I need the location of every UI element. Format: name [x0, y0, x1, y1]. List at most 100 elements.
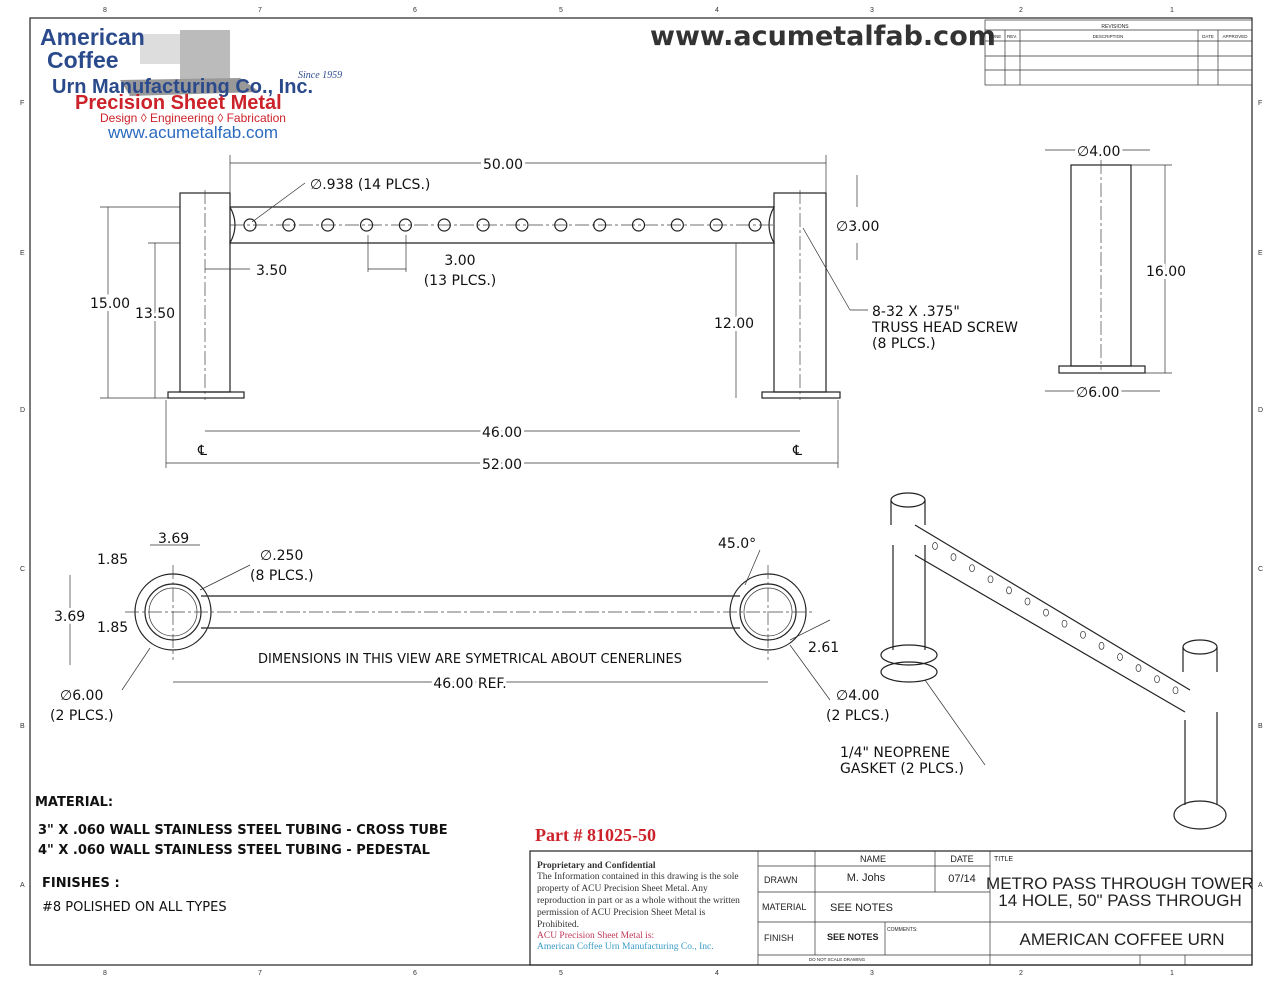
- zone-col-label: 3: [870, 970, 874, 977]
- svg-text:www.acumetalfab.com: www.acumetalfab.com: [107, 123, 278, 142]
- svg-text:1/4" NEOPRENE: 1/4" NEOPRENE: [840, 745, 950, 761]
- iso-hole: [1080, 630, 1086, 639]
- revisions-table: REVISIONS ZONE REV. DESCRIPTION DATE APP…: [984, 19, 1253, 86]
- company-logo: American Coffee Urn Manufacturing Co., I…: [40, 24, 342, 142]
- tube-hole: [398, 218, 412, 232]
- svg-text:(8 PLCS.): (8 PLCS.): [250, 568, 314, 584]
- svg-text:(2 PLCS.): (2 PLCS.): [826, 708, 890, 724]
- material-notes: MATERIAL: 3" X .060 WALL STAINLESS STEEL…: [35, 795, 448, 915]
- tube-hole: [243, 218, 257, 232]
- svg-text:American: American: [40, 24, 145, 50]
- svg-text:DO NOT SCALE DRAWING: DO NOT SCALE DRAWING: [809, 957, 866, 962]
- front-view: 50.00 ∅.938 (14 PLCS.) ∅3.00 3.50 3.00 (…: [87, 154, 1018, 476]
- svg-text:Since 1959: Since 1959: [298, 70, 342, 81]
- svg-text:∅6.00: ∅6.00: [60, 688, 103, 704]
- svg-text:∅.250: ∅.250: [260, 548, 303, 564]
- svg-text:(13 PLCS.): (13 PLCS.): [424, 273, 497, 289]
- svg-text:#8 POLISHED ON ALL TYPES: #8 POLISHED ON ALL TYPES: [42, 900, 227, 915]
- header-url: www.acumetalfab.com: [650, 21, 996, 52]
- svg-text:07/14: 07/14: [948, 873, 976, 885]
- svg-text:SEE NOTES: SEE NOTES: [830, 902, 893, 914]
- isometric-view: 1/4" NEOPRENE GASKET (2 PLCS.): [840, 492, 1227, 830]
- iso-hole: [969, 564, 975, 573]
- zone-col-label: 8: [103, 7, 107, 14]
- zone-row-label: D: [1258, 407, 1263, 414]
- svg-text:12.00: 12.00: [714, 316, 754, 332]
- iso-hole: [1135, 664, 1142, 672]
- zone-col-label: 2: [1019, 7, 1023, 14]
- svg-text:property of ACU Precision Shee: property of ACU Precision Sheet Metal. A…: [537, 883, 708, 894]
- zone-row-label: C: [1258, 566, 1263, 573]
- svg-text:The Information contained in t: The Information contained in this drawin…: [537, 871, 739, 882]
- svg-text:REV.: REV.: [1007, 34, 1017, 39]
- svg-text:52.00: 52.00: [482, 457, 522, 473]
- svg-text:DATE: DATE: [950, 854, 973, 864]
- tube-hole: [359, 218, 374, 232]
- svg-text:FINISHES :: FINISHES :: [42, 876, 120, 891]
- zone-col-label: 5: [559, 970, 563, 977]
- zone-row-label: D: [20, 407, 25, 414]
- svg-text:MATERIAL: MATERIAL: [762, 902, 806, 912]
- iso-hole: [1098, 642, 1105, 650]
- tube-hole: [709, 218, 723, 232]
- svg-text:46.00 REF.: 46.00 REF.: [433, 676, 506, 692]
- svg-text:3.50: 3.50: [256, 263, 287, 279]
- title-block: Proprietary and Confidential The Informa…: [529, 850, 1254, 966]
- iso-hole: [932, 542, 938, 550]
- svg-text:DRAWN: DRAWN: [764, 875, 798, 885]
- svg-text:NAME: NAME: [860, 854, 886, 864]
- svg-text:46.00: 46.00: [482, 425, 522, 441]
- zone-col-label: 5: [559, 7, 563, 14]
- svg-text:REVISIONS: REVISIONS: [1101, 24, 1129, 30]
- svg-text:℄: ℄: [197, 443, 207, 459]
- svg-text:SEE NOTES: SEE NOTES: [827, 932, 879, 942]
- svg-text:American Coffee Urn Manufactur: American Coffee Urn Manufacturing Co., I…: [537, 941, 714, 952]
- zone-row-label: B: [20, 723, 25, 730]
- tube-hole: [321, 218, 335, 232]
- svg-text:∅3.00: ∅3.00: [836, 219, 879, 235]
- svg-text:50.00: 50.00: [483, 157, 523, 173]
- zone-row-label: E: [1258, 250, 1263, 257]
- zone-col-label: 1: [1170, 7, 1174, 14]
- iso-hole: [1043, 608, 1049, 617]
- iso-hole: [987, 575, 994, 584]
- svg-text:APPROVED: APPROVED: [1222, 34, 1248, 39]
- iso-hole: [1006, 586, 1012, 595]
- tube-hole: [282, 218, 296, 232]
- iso-hole: [950, 553, 957, 561]
- tube-hole: [515, 218, 529, 232]
- svg-text:14 HOLE, 50" PASS THROUGH: 14 HOLE, 50" PASS THROUGH: [998, 891, 1242, 910]
- svg-text:℄: ℄: [792, 443, 802, 459]
- iso-hole: [1061, 619, 1068, 628]
- zone-col-label: 4: [715, 970, 719, 977]
- svg-text:DESCRIPTION: DESCRIPTION: [1093, 34, 1124, 39]
- svg-text:3.69: 3.69: [158, 531, 189, 547]
- svg-text:Design ◊ Engineering ◊ Fabrica: Design ◊ Engineering ◊ Fabrication: [100, 111, 286, 125]
- tube-hole: [631, 218, 646, 232]
- tube-hole: [748, 218, 762, 232]
- svg-text:COMMENTS:: COMMENTS:: [887, 927, 918, 933]
- zone-col-label: 4: [715, 7, 719, 14]
- zone-col-label: 6: [413, 7, 417, 14]
- zone-col-label: 7: [258, 7, 262, 14]
- svg-text:3" X .060 WALL STAINLESS STEEL: 3" X .060 WALL STAINLESS STEEL TUBING - …: [38, 823, 448, 838]
- svg-text:DIMENSIONS IN THIS VIEW ARE SY: DIMENSIONS IN THIS VIEW ARE SYMETRICAL A…: [258, 652, 682, 667]
- svg-text:Coffee: Coffee: [47, 47, 119, 73]
- svg-text:16.00: 16.00: [1146, 264, 1186, 280]
- svg-text:AMERICAN COFFEE URN: AMERICAN COFFEE URN: [1020, 930, 1225, 949]
- svg-text:Proprietary and Confidential: Proprietary and Confidential: [537, 861, 656, 871]
- zone-row-label: E: [20, 250, 25, 257]
- svg-text:∅.938 (14 PLCS.): ∅.938 (14 PLCS.): [310, 177, 430, 193]
- svg-text:∅4.00: ∅4.00: [836, 688, 879, 704]
- svg-text:Precision Sheet Metal: Precision Sheet Metal: [75, 92, 282, 114]
- zone-col-label: 3: [870, 7, 874, 14]
- zone-row-label: A: [20, 882, 25, 889]
- top-view: 3.69 1.85 3.69 1.85 ∅.250 (8 PLCS.) 45.0…: [50, 531, 890, 724]
- zone-col-label: 1: [1170, 970, 1174, 977]
- tube-hole: [437, 218, 451, 232]
- zone-row-label: F: [1258, 100, 1262, 107]
- svg-text:FINISH: FINISH: [764, 933, 794, 943]
- svg-text:1.85: 1.85: [97, 620, 128, 636]
- svg-text:3.69: 3.69: [54, 609, 85, 625]
